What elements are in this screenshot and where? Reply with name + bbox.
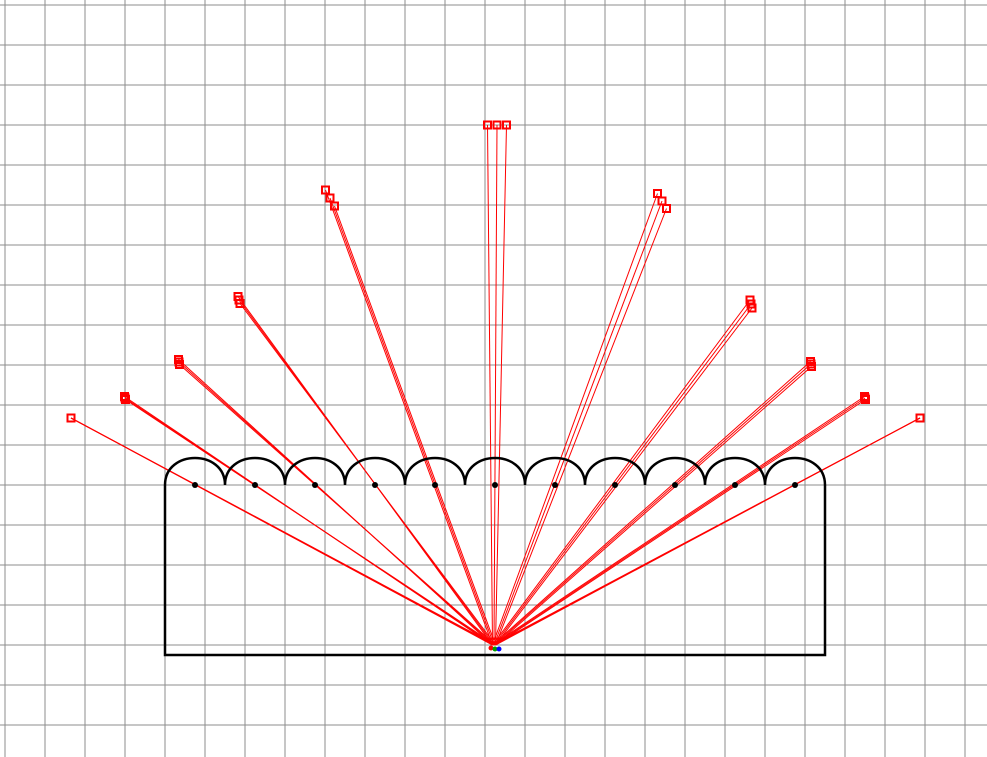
ray xyxy=(239,303,496,646)
ray-endpoint-marker xyxy=(330,201,339,211)
ray xyxy=(487,124,493,646)
point-source xyxy=(488,645,502,652)
lens-array-outline-path xyxy=(163,456,827,657)
ray xyxy=(495,399,866,646)
ray-endpoints xyxy=(66,120,925,423)
source-dot-green xyxy=(492,646,498,652)
ray-endpoint-marker xyxy=(66,413,76,423)
ray xyxy=(125,399,496,646)
ray-endpoint-marker xyxy=(915,413,925,423)
ray xyxy=(495,307,753,646)
ray xyxy=(493,200,663,646)
ray xyxy=(70,417,496,646)
lenslet-center-dot xyxy=(192,482,198,488)
ray-endpoint-marker xyxy=(807,362,816,371)
ray xyxy=(492,361,811,646)
ray xyxy=(493,397,866,646)
ray-endpoint-marker xyxy=(861,395,870,404)
ray xyxy=(495,208,667,646)
ray-endpoint-marker xyxy=(502,120,511,130)
lens-array-outline xyxy=(163,456,827,657)
lenslet-center-dot xyxy=(612,482,618,488)
ray-endpoint-marker xyxy=(492,120,502,130)
lenslet-center-dot xyxy=(252,482,258,488)
lenslet-center-dot xyxy=(492,482,498,488)
ray-endpoint-marker xyxy=(235,299,245,308)
lenslet-center-dot xyxy=(672,482,678,488)
ray-bundle xyxy=(70,124,921,646)
source-dot-blue xyxy=(496,646,502,652)
lenslet-center-dot xyxy=(432,482,438,488)
ray-endpoint-marker xyxy=(747,303,757,313)
ray xyxy=(492,193,658,646)
ray xyxy=(492,396,865,646)
ray xyxy=(493,363,812,646)
lenslet-center-dot xyxy=(792,482,798,488)
ray xyxy=(329,197,495,646)
lenslet-center-dot xyxy=(372,482,378,488)
lenslet-center-dot xyxy=(312,482,318,488)
ray-endpoint-marker xyxy=(662,204,671,213)
lenslet-center-dot xyxy=(732,482,738,488)
ray xyxy=(493,124,498,646)
ray xyxy=(493,303,752,646)
lenslet-center-dot xyxy=(552,482,558,488)
ray-endpoint-marker xyxy=(483,120,492,130)
ray xyxy=(179,364,496,646)
ray-endpoint-marker xyxy=(121,395,130,404)
lenslet-centers xyxy=(192,482,798,488)
ray xyxy=(334,205,496,646)
ray xyxy=(492,299,751,646)
ray xyxy=(495,366,812,646)
source-dot-red xyxy=(488,645,494,651)
ray xyxy=(495,417,921,646)
ray xyxy=(495,124,507,646)
ray xyxy=(325,189,493,646)
ray-endpoint-marker xyxy=(175,360,184,369)
